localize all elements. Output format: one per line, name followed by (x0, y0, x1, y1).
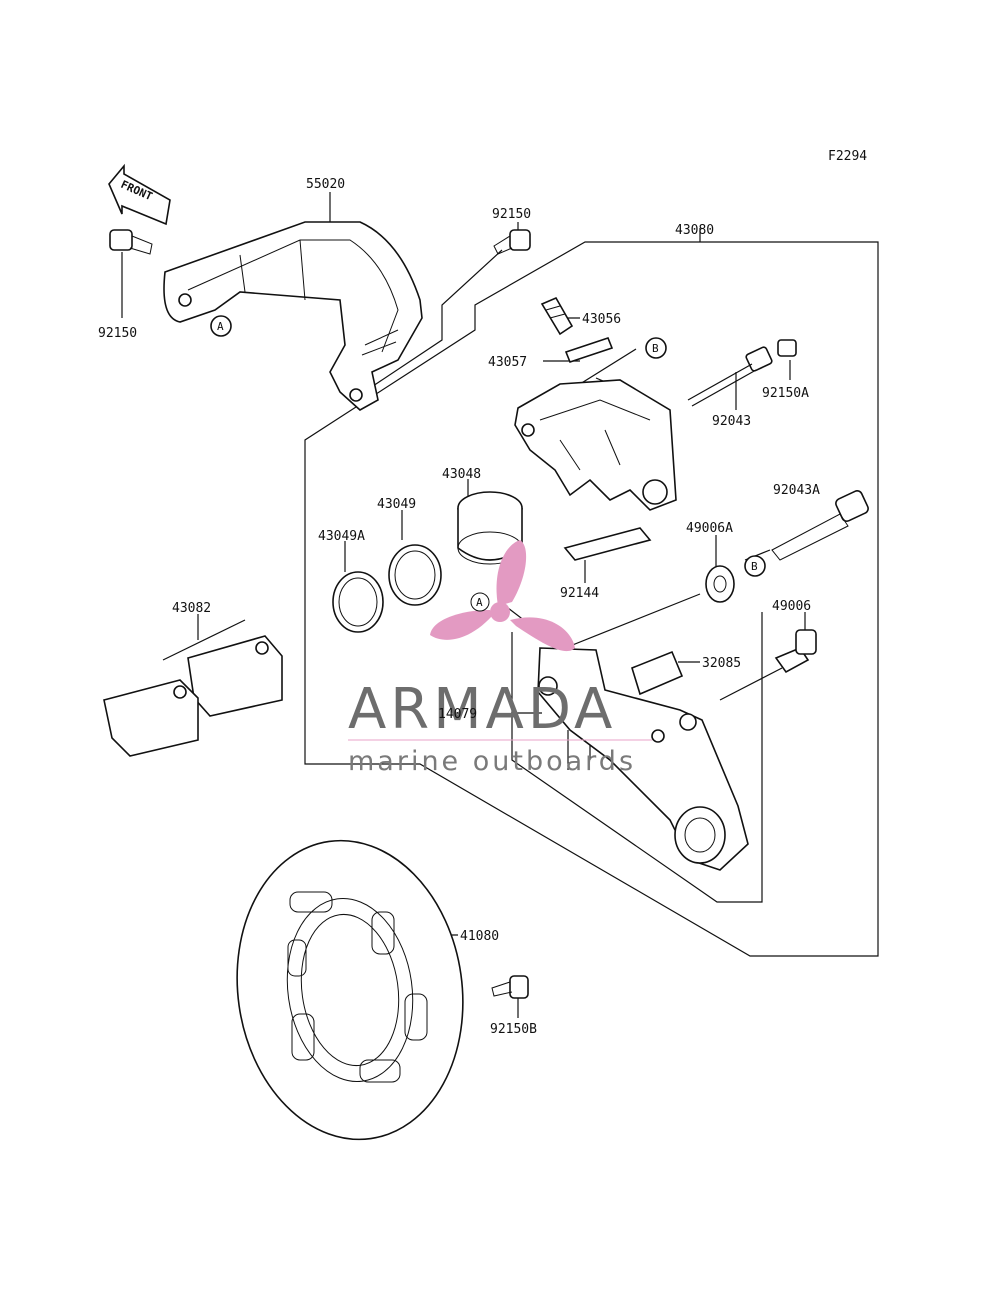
bolt-49006-part (774, 629, 817, 674)
svg-text:B: B (652, 342, 659, 355)
callout-b-mid-icon: B (744, 555, 766, 577)
bolt-92150-top (493, 229, 531, 255)
part-label-32085: 32085 (702, 656, 741, 671)
assembly-outline (304, 228, 879, 957)
part-label-92043: 92043 (712, 414, 751, 429)
spring-part (563, 527, 652, 561)
caliper-body-part (514, 379, 677, 511)
shim-part (631, 650, 684, 696)
brake-pads-part (103, 635, 283, 757)
part-label-92043A: 92043A (773, 483, 820, 498)
part-label-92150-top: 92150 (492, 207, 531, 222)
svg-text:A: A (217, 320, 224, 333)
part-label-43057: 43057 (488, 355, 527, 370)
part-label-92150-left: 92150 (98, 326, 137, 341)
callout-a-left-icon: A (210, 315, 232, 337)
part-label-43056: 43056 (582, 312, 621, 327)
part-label-43049A: 43049A (318, 529, 365, 544)
figure-code: F2294 (828, 149, 867, 164)
boot-49006A-part (705, 565, 735, 603)
seal-part (388, 544, 442, 606)
part-label-92150B: 92150B (490, 1022, 537, 1037)
part-label-43049: 43049 (377, 497, 416, 512)
front-arrow-icon: FRONT (108, 163, 171, 226)
part-label-92144: 92144 (560, 586, 599, 601)
caliper-bracket-part (163, 221, 423, 411)
piston-part (457, 491, 523, 565)
caliper-holder-part (537, 647, 749, 871)
part-label-43082: 43082 (172, 601, 211, 616)
pin-92043A-part (771, 490, 869, 561)
part-label-14079: 14079 (438, 707, 477, 722)
part-label-49006: 49006 (772, 599, 811, 614)
bolt-92150-left (109, 229, 153, 255)
watermark-brand: ARMADA (348, 677, 616, 742)
cap-92150A-part (777, 339, 797, 357)
callout-b-top-icon: B (645, 337, 667, 359)
brake-disc-part (236, 839, 464, 1141)
bolt-92150B-part (491, 975, 529, 999)
part-label-55020: 55020 (306, 177, 345, 192)
svg-text:B: B (751, 560, 758, 573)
bleed-valve-part (540, 296, 574, 336)
pin-92043-part (687, 346, 773, 407)
watermark-tagline: marine outboards (348, 746, 636, 777)
svg-text:A: A (476, 596, 483, 609)
part-label-49006A: 49006A (686, 521, 733, 536)
part-label-43080: 43080 (675, 223, 714, 238)
part-label-92150A: 92150A (762, 386, 809, 401)
armada-logo-icon: A (430, 540, 575, 652)
cap-part (564, 337, 614, 363)
part-label-41080: 41080 (460, 929, 499, 944)
part-label-43048: 43048 (442, 467, 481, 482)
seal-43049A-part (332, 571, 384, 633)
